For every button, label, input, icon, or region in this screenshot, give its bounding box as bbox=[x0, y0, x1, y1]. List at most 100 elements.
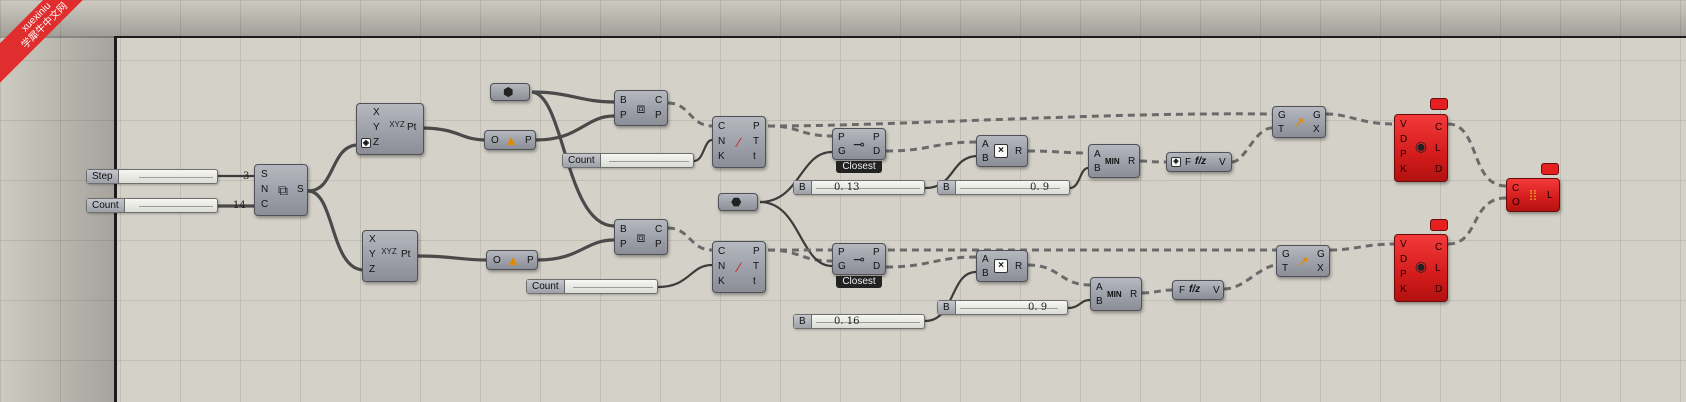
brep-plane-lower-input-b: B bbox=[620, 224, 627, 235]
construct-point-upper[interactable]: X Y Z ◈ XYZ Pt bbox=[356, 103, 424, 155]
closest-upper-input-g: G bbox=[838, 146, 846, 157]
wire-b-mul-upper bbox=[924, 154, 977, 190]
graph-mapper-icon: ↗ bbox=[1297, 253, 1309, 269]
slider-b-lower-right[interactable]: B 0. 9 bbox=[937, 300, 1068, 315]
minimum-lower-output-r: R bbox=[1130, 289, 1138, 300]
xy-plane-lower-input-o: O bbox=[493, 255, 501, 266]
divide-curve-upper-input-k: K bbox=[718, 151, 725, 162]
graph-lower-input-t: T bbox=[1282, 263, 1289, 274]
pipe-lower-output-c: C bbox=[1435, 242, 1443, 253]
expression-lower-output-v: V bbox=[1213, 285, 1220, 296]
loft-input-o: O bbox=[1512, 197, 1520, 208]
slider-count-lower[interactable]: Count 20 bbox=[526, 279, 1130, 294]
closest-upper-label: Closest bbox=[836, 161, 882, 173]
multiply-upper[interactable]: A B × R bbox=[976, 135, 1028, 167]
canvas-left-shadow bbox=[0, 36, 114, 402]
pipe-upper-input-d: D bbox=[1400, 134, 1408, 145]
divide-curve-upper-output-p: P bbox=[753, 121, 760, 132]
wire-count-divide-lower bbox=[657, 263, 713, 289]
series-component[interactable]: S N C ⧉ S bbox=[254, 164, 308, 216]
loft-component[interactable]: C O ⁞⁞ L bbox=[1506, 178, 1560, 212]
brep-plane-upper[interactable]: B P ⧈ C P bbox=[614, 90, 668, 126]
xy-plane-icon: ▲ bbox=[506, 252, 520, 268]
closest-point-lower[interactable]: P G ⊸ P D bbox=[832, 243, 886, 275]
closest-point-upper[interactable]: P G ⊸ P D bbox=[832, 128, 886, 160]
brep-plane-upper-output-c: C bbox=[655, 95, 663, 106]
geometry-param[interactable]: ⬢ bbox=[490, 83, 530, 101]
slider-b-upper-right[interactable]: B 0. 9 bbox=[937, 180, 1070, 195]
expression-upper[interactable]: ◈ F f/z V bbox=[1166, 152, 1232, 172]
canvas-left-edge bbox=[114, 36, 117, 402]
divide-curve-lower-input-n: N bbox=[718, 261, 726, 272]
divide-curve-lower[interactable]: C N K ⁄ P T t bbox=[712, 241, 766, 293]
closest-upper-input-p: P bbox=[838, 132, 845, 143]
runtime-error-bubble-upper[interactable] bbox=[1430, 98, 1448, 110]
slider-step[interactable]: Step 3 bbox=[86, 169, 249, 184]
pipe-variable-lower[interactable]: V D P K ◉ C L D bbox=[1394, 234, 1448, 302]
pipe-icon: ◉ bbox=[1414, 258, 1428, 274]
graph-mapper-upper[interactable]: G T ↗ G X bbox=[1272, 106, 1326, 138]
minimum-upper[interactable]: A B MIN R bbox=[1088, 144, 1140, 178]
slider-count-main-track bbox=[139, 206, 213, 207]
wire-brep-divide-upper bbox=[667, 101, 713, 128]
divide-curve-upper[interactable]: C N K ⁄ P T t bbox=[712, 116, 766, 168]
graph-lower-output-g: G bbox=[1317, 249, 1325, 260]
closest-lower-input-p: P bbox=[838, 247, 845, 258]
construct-point-upper-input-z: Z bbox=[373, 137, 380, 148]
graph-mapper-icon: ↗ bbox=[1293, 114, 1305, 130]
pipe-variable-upper[interactable]: V D P K ◉ C L D bbox=[1394, 114, 1448, 182]
multiply-lower[interactable]: A B × R bbox=[976, 250, 1028, 282]
slider-count-main[interactable]: Count 14 bbox=[86, 198, 246, 213]
minimum-upper-input-a: A bbox=[1094, 149, 1101, 160]
section-icon: ⧈ bbox=[636, 229, 646, 245]
divide-curve-lower-output-tp: t bbox=[753, 276, 756, 287]
xy-plane-lower[interactable]: O ▲ P bbox=[486, 250, 538, 270]
wire-series-ptz-upper bbox=[307, 143, 357, 193]
construct-point-lower-input-z: Z bbox=[369, 264, 376, 275]
closest-point-icon: ⊸ bbox=[853, 136, 865, 152]
series-input-s: S bbox=[261, 169, 268, 180]
brep-plane-lower-input-p: P bbox=[620, 239, 627, 250]
brep-plane-lower[interactable]: B P ⧈ C P bbox=[614, 219, 668, 255]
slider-b-upper[interactable]: B 0. 13 bbox=[793, 180, 925, 195]
graph-mapper-lower[interactable]: G T ↗ G X bbox=[1276, 245, 1330, 277]
runtime-error-bubble-lower[interactable] bbox=[1430, 219, 1448, 231]
multiply-lower-input-b: B bbox=[982, 268, 989, 279]
graph-lower-input-g: G bbox=[1282, 249, 1290, 260]
runtime-error-bubble-loft[interactable] bbox=[1541, 163, 1559, 175]
minimum-lower[interactable]: A B MIN R bbox=[1090, 277, 1142, 311]
slider-step-value: 3 bbox=[243, 171, 250, 182]
closest-lower-label: Closest bbox=[836, 276, 882, 288]
min-icon: MIN bbox=[1107, 290, 1122, 299]
multiply-icon: × bbox=[994, 259, 1008, 273]
slider-count-upper[interactable]: Count 20 bbox=[562, 153, 1206, 168]
expression-upper-input-f: F bbox=[1185, 157, 1192, 168]
slider-count-main-label: Count bbox=[87, 199, 125, 212]
slider-b-upper-right-label: B bbox=[938, 181, 956, 194]
brep-plane-upper-output-p: P bbox=[655, 110, 662, 121]
wire-mul-min-lower bbox=[1027, 263, 1091, 287]
pipe-lower-input-p: P bbox=[1400, 269, 1407, 280]
wire-divide-closest-lower bbox=[767, 248, 833, 263]
slider-b-lower[interactable]: B 0. 16 bbox=[793, 314, 925, 329]
multiply-upper-input-b: B bbox=[982, 153, 989, 164]
wire-b-mul-lower bbox=[924, 270, 977, 323]
expression-lower[interactable]: F f/z V bbox=[1172, 280, 1224, 300]
construct-point-upper-input-x: X bbox=[373, 107, 380, 118]
xy-plane-upper[interactable]: O ▲ P bbox=[484, 130, 536, 150]
construct-point-lower[interactable]: X Y Z XYZ Pt bbox=[362, 230, 418, 282]
loft-input-c: C bbox=[1512, 183, 1520, 194]
series-input-n: N bbox=[261, 184, 269, 195]
multiply-icon: × bbox=[994, 144, 1008, 158]
slider-b-lower-label: B bbox=[794, 315, 812, 328]
xyz-point-icon: XYZ bbox=[389, 120, 405, 129]
mesh-param[interactable]: ⬣ bbox=[718, 193, 758, 211]
pipe-lower-output-d: D bbox=[1435, 284, 1443, 295]
graph-upper-output-g: G bbox=[1313, 110, 1321, 121]
slider-b-lower-right-track bbox=[960, 308, 1058, 309]
construct-point-upper-input-y: Y bbox=[373, 122, 380, 133]
number-param-icon: ◈ bbox=[361, 138, 371, 148]
brep-param-icon: ⬢ bbox=[503, 85, 514, 99]
